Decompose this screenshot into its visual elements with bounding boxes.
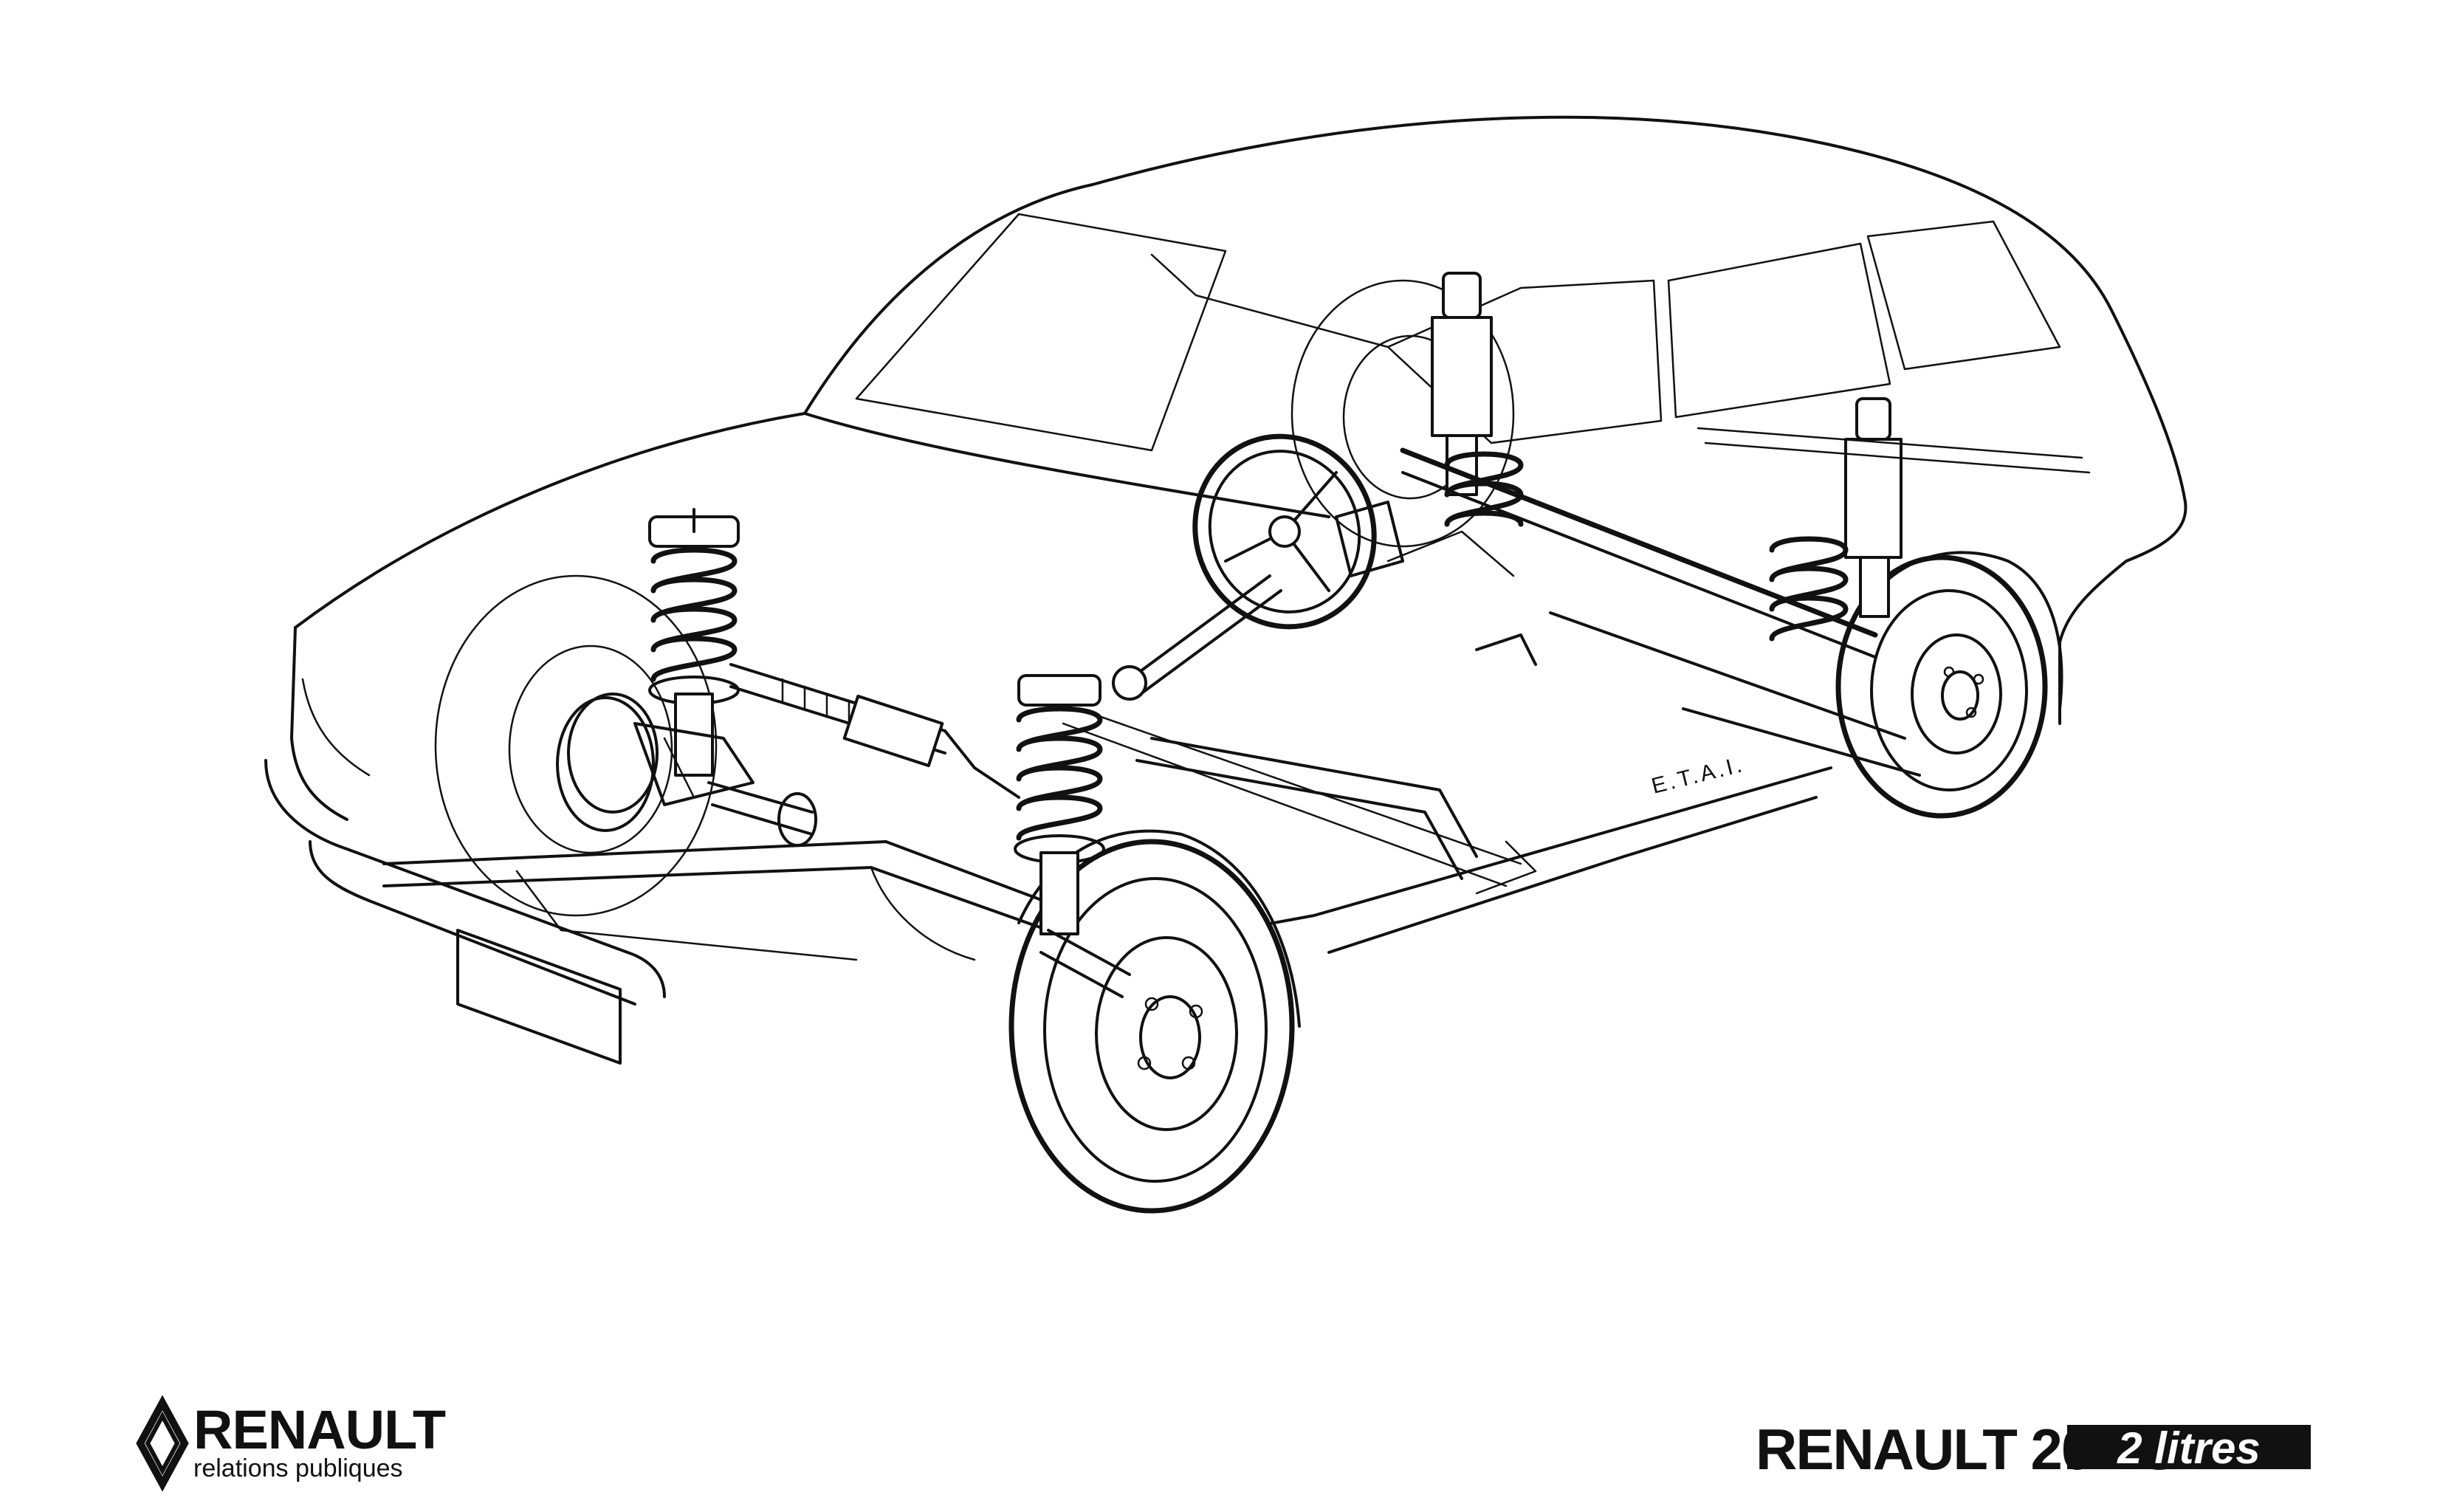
renault-diamond-icon	[136, 1395, 189, 1492]
front-left-wheel	[434, 574, 718, 917]
rear-right-coil-spring	[1769, 536, 1849, 642]
front-left-brake-assembly	[556, 696, 755, 832]
model-badge	[2067, 1425, 2311, 1469]
front-subframe	[382, 737, 1478, 961]
brand-name: RENAULT	[193, 1399, 446, 1460]
illustrator-signature: E.T.A.I.	[1649, 752, 1747, 799]
renault-logo: RENAULT relations publiques	[136, 1395, 447, 1492]
front-left-coil-spring	[648, 508, 740, 777]
rear-axle	[1400, 427, 2091, 777]
steering-wheel	[1192, 433, 1377, 630]
drive-shafts	[707, 781, 1131, 998]
car-body	[264, 115, 2187, 1065]
floor-pan	[1062, 707, 1537, 895]
steering-rack	[729, 663, 1020, 799]
steering-column	[1112, 574, 1282, 701]
rear-right-wheel	[1835, 551, 2063, 819]
rear-left-shock-absorber	[1431, 272, 1493, 496]
brand-subtitle: relations publiques	[193, 1454, 403, 1482]
pedal-box	[1335, 501, 1537, 666]
rear-right-shock-absorber	[1844, 397, 1903, 618]
front-right-coil-spring	[1014, 674, 1105, 935]
model-badge-text: 2 litres	[2117, 1423, 2260, 1473]
model-title: RENAULT 20 TS 2 litres	[1756, 1417, 2311, 1482]
